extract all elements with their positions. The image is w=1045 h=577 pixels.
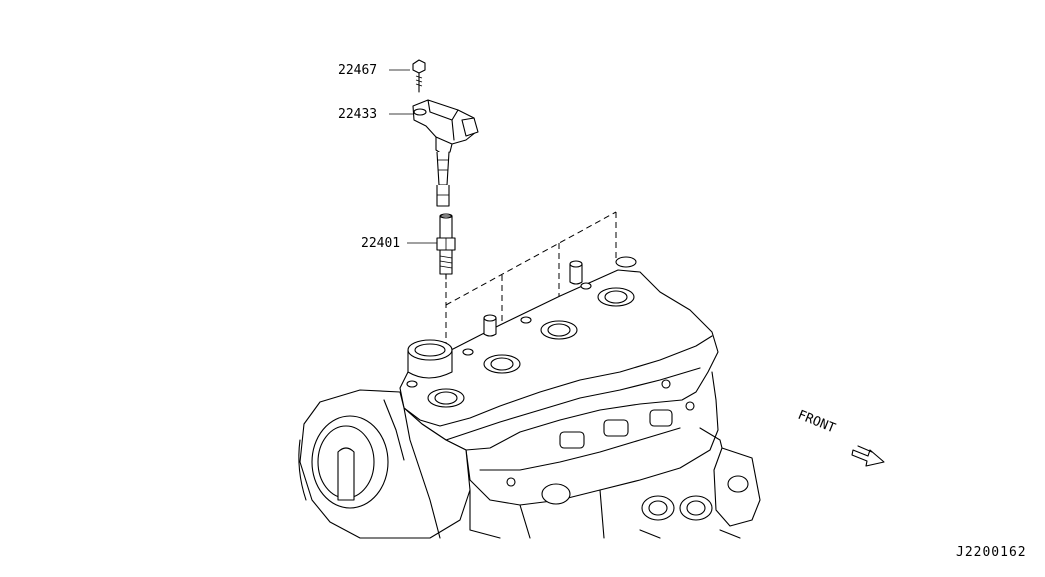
engine-block-illustration — [298, 256, 761, 539]
spark-plug-part — [436, 213, 456, 280]
front-direction-label: FRONT — [796, 408, 838, 437]
bolt-part — [412, 59, 426, 93]
callout-ignition-coil-number: 22433 — [338, 107, 377, 122]
ignition-coil-part — [412, 99, 479, 207]
callout-bolt-number: 22467 — [338, 63, 377, 78]
diagram-id: J2200162 — [956, 545, 1027, 560]
front-arrow-icon — [851, 445, 885, 467]
callout-spark-plug-number: 22401 — [361, 236, 400, 251]
